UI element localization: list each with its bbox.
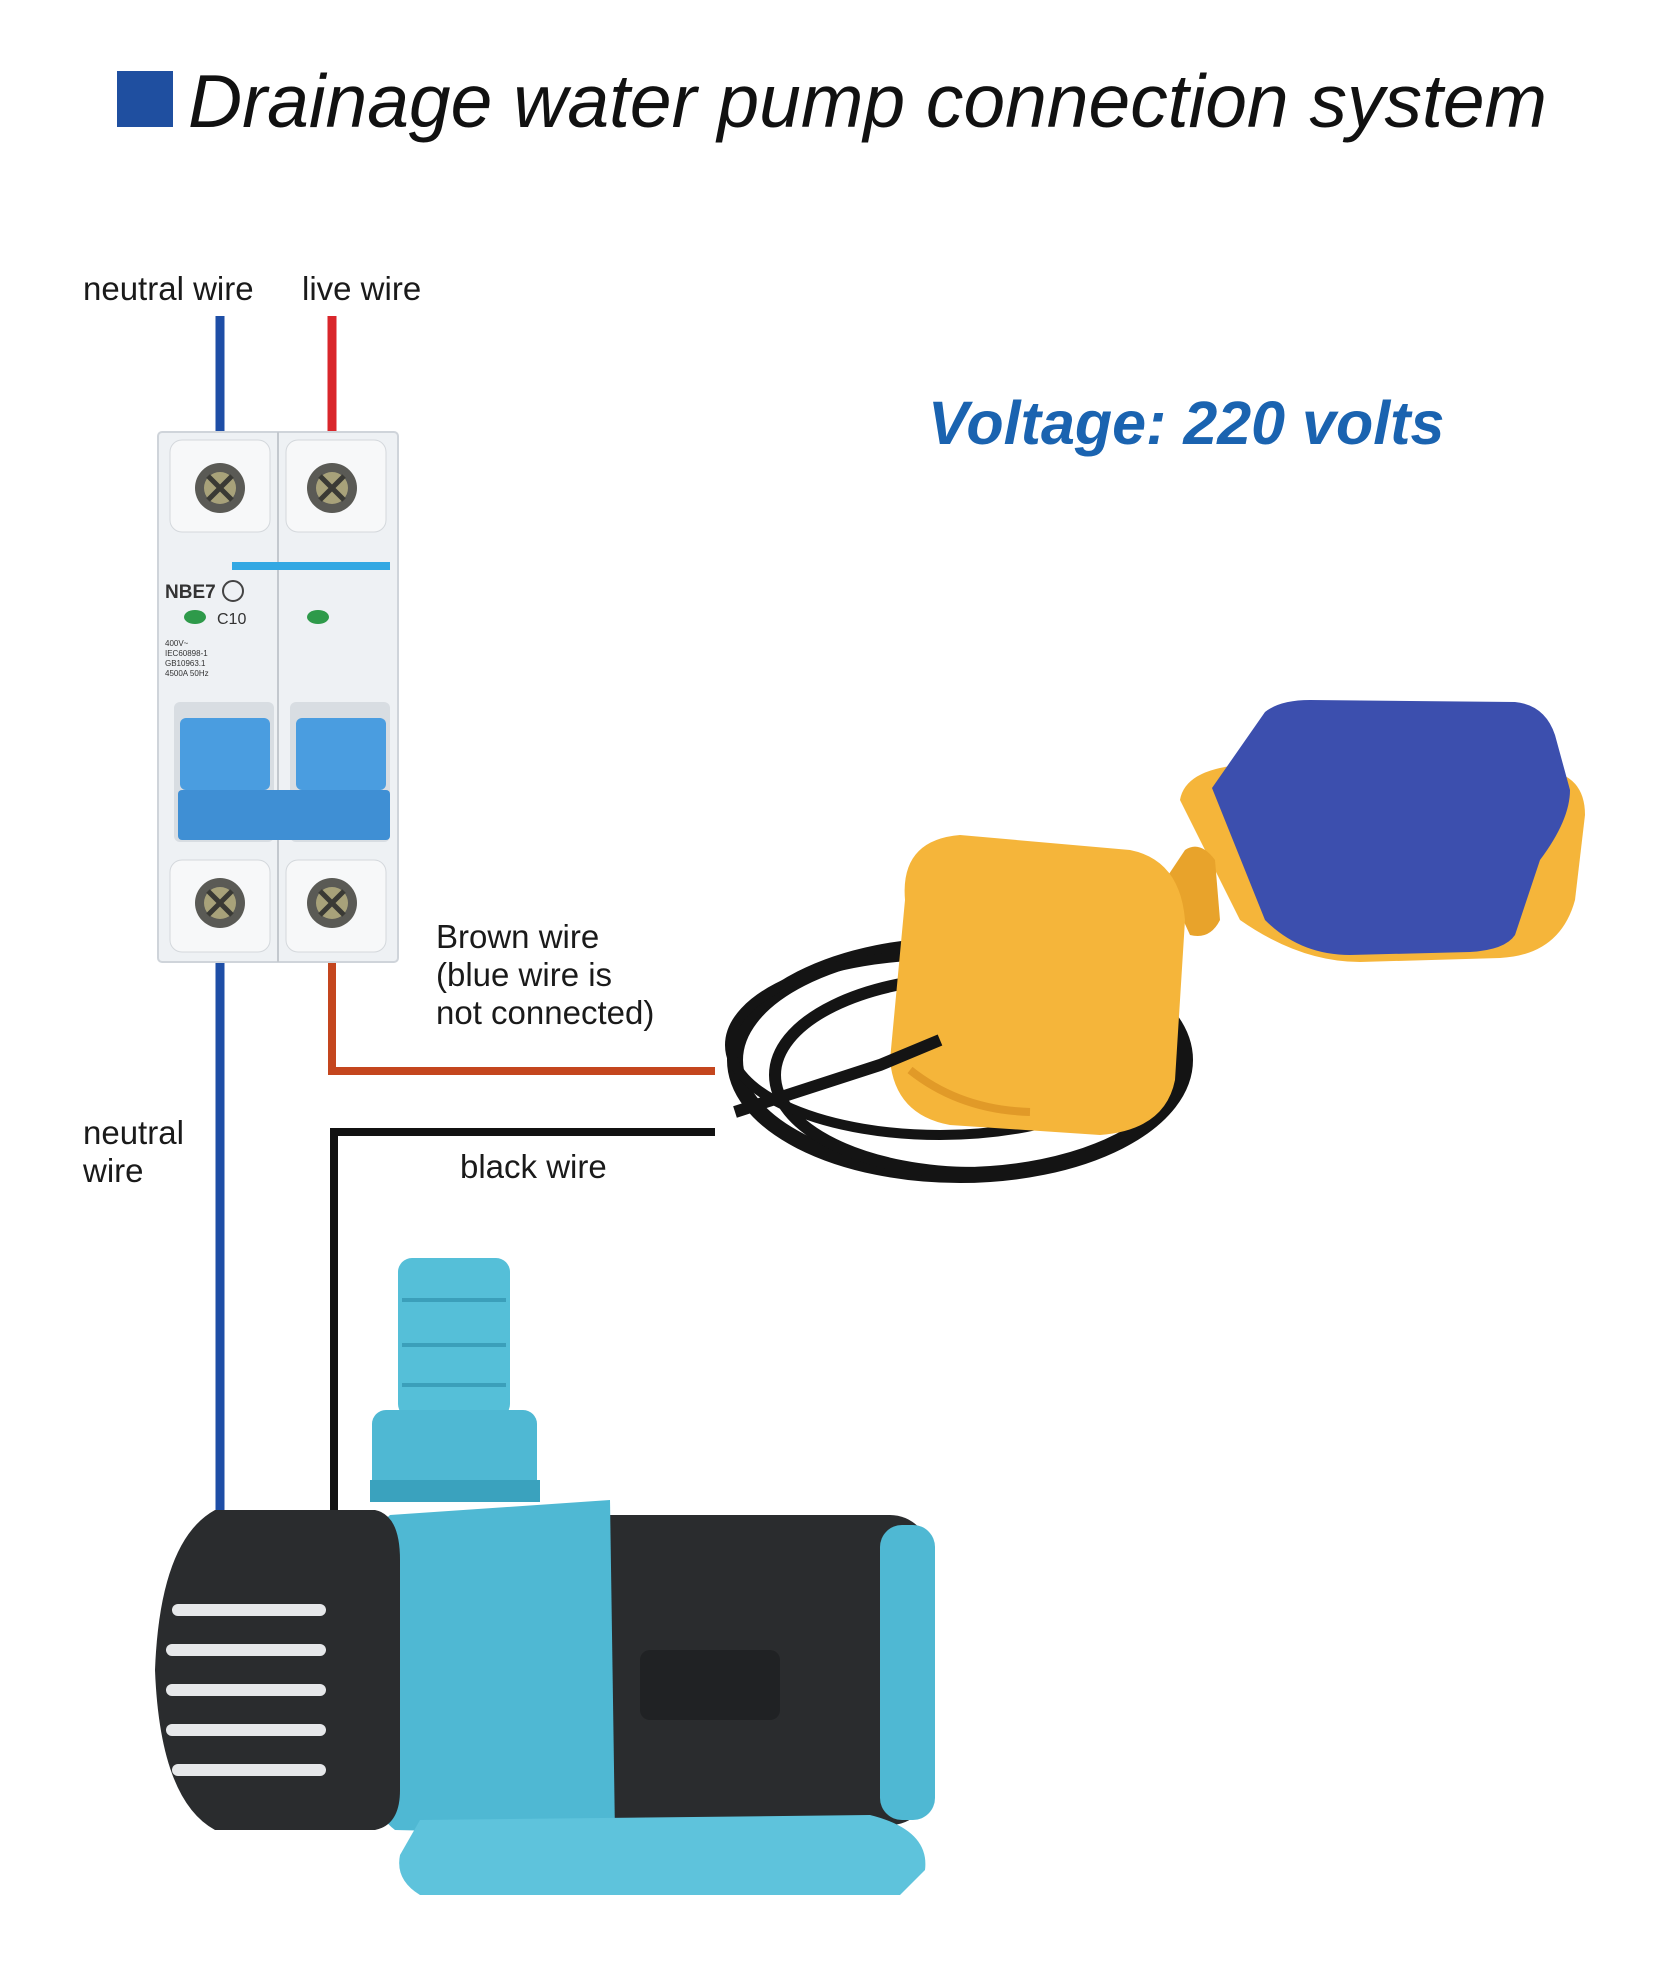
float-body xyxy=(890,835,1185,1135)
black-wire xyxy=(330,1128,715,1515)
breaker-fine-print-1: 400V~ xyxy=(165,639,189,648)
breaker-fine-print-2: IEC60898-1 xyxy=(165,649,208,658)
brown-wire xyxy=(328,962,715,1075)
brown-wire-label: Brown wire (blue wire is not connected) xyxy=(436,918,655,1031)
circuit-breaker: NBE7 C10 400V~ IEC60898-1 GB10963.1 4500… xyxy=(157,431,399,963)
neutral-wire-label-side: neutral wire xyxy=(83,1114,184,1189)
breaker-fine-print-4: 4500A 50Hz xyxy=(165,669,209,678)
title-marker xyxy=(117,71,173,127)
terminal-screw-icon xyxy=(307,463,357,513)
neutral-wire-label-top: neutral wire xyxy=(83,270,254,307)
water-pump xyxy=(155,1258,935,1895)
black-wire-label: black wire xyxy=(460,1148,607,1185)
breaker-toggle xyxy=(296,718,386,790)
diagram-title: Drainage water pump connection system xyxy=(188,59,1548,143)
terminal-screw-icon xyxy=(195,878,245,928)
pump-intake-grille xyxy=(155,1510,400,1830)
breaker-toggle xyxy=(180,718,270,790)
wires xyxy=(215,316,715,1515)
float-cap xyxy=(1212,700,1570,955)
terminal-screw-icon xyxy=(307,878,357,928)
breaker-rating: C10 xyxy=(217,611,246,628)
breaker-fine-print-3: GB10963.1 xyxy=(165,659,206,668)
breaker-brand: NBE7 xyxy=(165,582,216,603)
live-wire-label: live wire xyxy=(302,270,422,307)
pump-housing xyxy=(355,1500,615,1835)
pump-outlet-nozzle xyxy=(398,1258,510,1418)
terminal-screw-icon xyxy=(195,463,245,513)
pump-base xyxy=(399,1815,926,1895)
float-switch xyxy=(725,700,1585,1183)
voltage-label: Voltage: 220 volts xyxy=(928,389,1445,457)
